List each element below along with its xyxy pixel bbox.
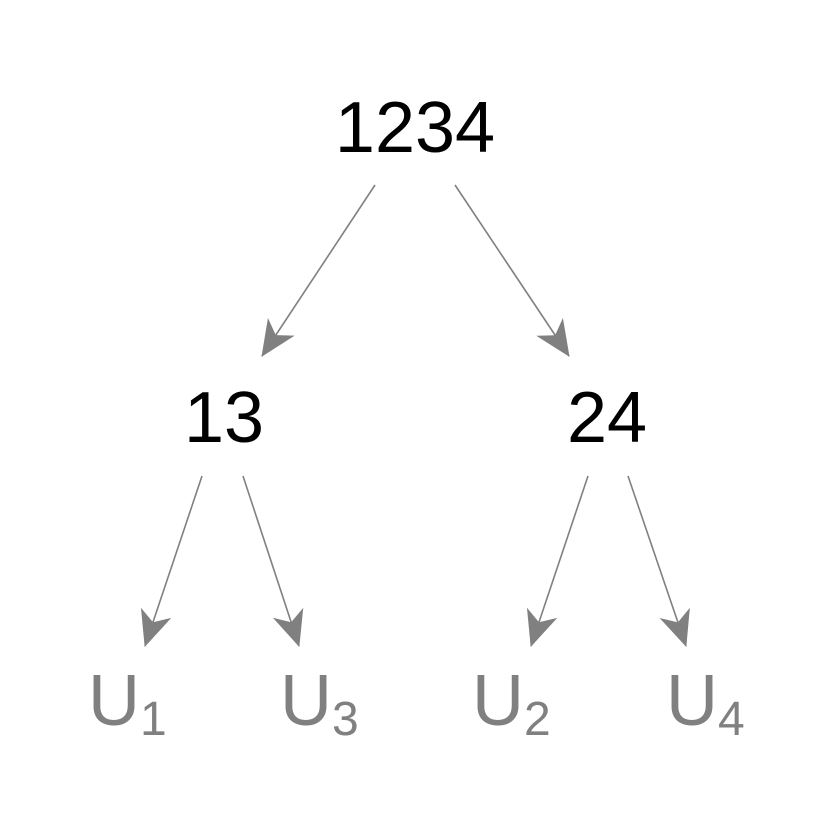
edge-24-to-u4 bbox=[627, 475, 690, 647]
edge-24-to-u2 bbox=[526, 475, 589, 647]
leaf-u2-base: U bbox=[472, 661, 524, 741]
internal-node-13-label: 13 bbox=[184, 378, 264, 458]
leaf-u4-subscript: 4 bbox=[718, 693, 745, 746]
leaf-u1-subscript: 1 bbox=[140, 693, 167, 746]
leaf-u3: U3 bbox=[280, 661, 359, 746]
edge-13-to-u1 bbox=[140, 475, 203, 647]
edge-1234-to-24 bbox=[454, 184, 570, 357]
leaf-u2: U2 bbox=[472, 661, 551, 746]
leaf-u2-subscript: 2 bbox=[524, 693, 551, 746]
root-node-label: 1234 bbox=[335, 88, 495, 168]
edge-1234-to-13 bbox=[261, 184, 376, 357]
edge-13-to-u3 bbox=[242, 475, 304, 647]
leaf-u1-base: U bbox=[88, 661, 140, 741]
leaf-u4-base: U bbox=[666, 661, 718, 741]
leaf-u4: U4 bbox=[666, 661, 745, 746]
internal-node-24-label: 24 bbox=[567, 378, 647, 458]
edges bbox=[140, 184, 690, 647]
leaf-u1: U1 bbox=[88, 661, 167, 746]
leaf-u3-base: U bbox=[280, 661, 332, 741]
leaf-u3-subscript: 3 bbox=[332, 693, 359, 746]
